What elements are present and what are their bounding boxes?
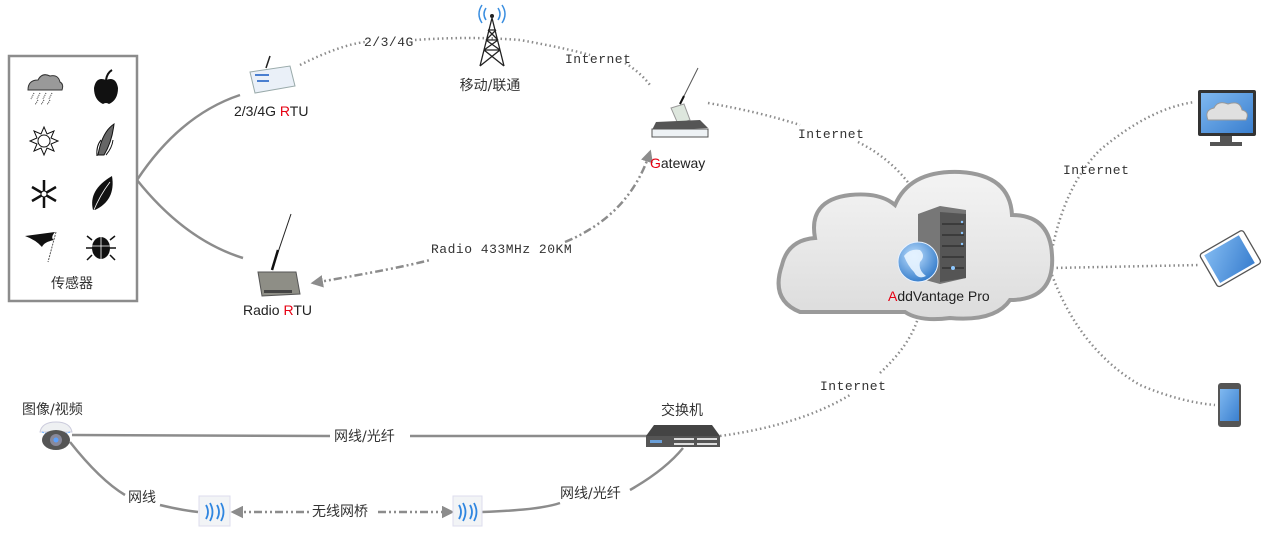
switch-icon xyxy=(646,425,720,447)
link-label-camera-bridge: 网线 xyxy=(128,490,156,506)
link-rtu-to-tower-2 xyxy=(414,36,591,57)
wireless-bridge-icon xyxy=(198,495,231,527)
camera-icon xyxy=(39,421,73,450)
tablet-icon xyxy=(1199,230,1262,288)
tablet-client[interactable] xyxy=(1199,230,1262,288)
wind-flag-icon xyxy=(25,231,57,263)
sun-icon xyxy=(28,125,60,157)
beetle-icon xyxy=(86,235,116,261)
switch-device[interactable]: 交换机 xyxy=(646,402,720,447)
camera-device[interactable]: 图像/视频 xyxy=(22,402,83,450)
link-camera-to-bridge xyxy=(69,441,199,514)
radio-rtu-label: Radio RTU xyxy=(243,302,312,318)
link-bridge-to-switch xyxy=(481,447,684,514)
link-gateway-to-cloud xyxy=(707,101,801,127)
rtu-device-icon xyxy=(249,55,296,94)
4g-rtu-label: 2/3/4G RTU xyxy=(234,103,308,119)
rain-cloud-icon xyxy=(27,74,64,106)
addvantage-pro-cloud[interactable]: AddVantage Pro xyxy=(776,169,1055,322)
link-label-camera-switch: 网线/光纤 xyxy=(334,429,395,445)
4g-rtu-device[interactable]: 2/3/4G RTU xyxy=(234,55,308,119)
link-label-rtu-tower: 2/3/4G xyxy=(364,35,414,50)
wireless-bridge-right[interactable] xyxy=(452,495,483,527)
phone-icon xyxy=(1218,383,1241,427)
cell-tower-icon xyxy=(478,4,506,67)
link-sensors-to-4g-rtu xyxy=(135,93,241,181)
camera-label: 图像/视频 xyxy=(22,402,83,418)
wireless-bridge-left[interactable] xyxy=(198,495,231,527)
switch-label: 交换机 xyxy=(661,402,703,419)
sensors-label: 传感器 xyxy=(51,275,93,292)
gateway-label: Gateway xyxy=(650,155,705,171)
globe-icon xyxy=(897,241,939,283)
cell-tower[interactable]: 移动/联通 xyxy=(460,4,521,94)
apple-icon xyxy=(94,69,118,104)
cloud-label: AddVantage Pro xyxy=(888,288,990,304)
gateway-device-icon xyxy=(651,67,709,138)
corn-icon xyxy=(96,122,115,157)
link-rtu-to-tower xyxy=(299,40,366,67)
link-camera-to-switch xyxy=(71,433,648,438)
radio-rtu-device[interactable]: Radio RTU xyxy=(243,213,312,318)
link-label-gateway-cloud: Internet xyxy=(798,127,864,142)
leaf-icon xyxy=(92,176,113,213)
link-label-tower-gateway: Internet xyxy=(565,52,631,67)
monitor-icon xyxy=(1198,90,1256,146)
link-label-bridge-switch: 网线/光纤 xyxy=(560,486,621,502)
link-label-switch-cloud: Internet xyxy=(820,379,886,394)
sensor-panel: 传感器 xyxy=(7,54,139,303)
radio-rtu-icon xyxy=(257,213,301,297)
link-switch-to-cloud-2 xyxy=(879,317,920,374)
link-label-cloud-clients: Internet xyxy=(1063,163,1129,178)
monitor-client[interactable] xyxy=(1198,90,1256,146)
link-label-radio: Radio 433MHz 20KM xyxy=(431,242,572,257)
snowflake-icon xyxy=(31,180,57,208)
link-cloud-to-phone xyxy=(1050,274,1216,407)
phone-client[interactable] xyxy=(1218,383,1241,427)
link-sensors-to-radio-rtu xyxy=(136,179,244,260)
link-gateway-to-cloud-2 xyxy=(857,140,912,186)
gateway-device[interactable]: Gateway xyxy=(650,67,709,171)
link-label-wireless-bridge: 无线网桥 xyxy=(312,504,368,520)
link-cloud-to-tablet xyxy=(1051,263,1201,270)
link-radio xyxy=(313,152,650,283)
wireless-bridge-icon xyxy=(452,495,483,527)
link-switch-to-cloud xyxy=(719,393,851,438)
tower-label: 移动/联通 xyxy=(460,78,521,94)
